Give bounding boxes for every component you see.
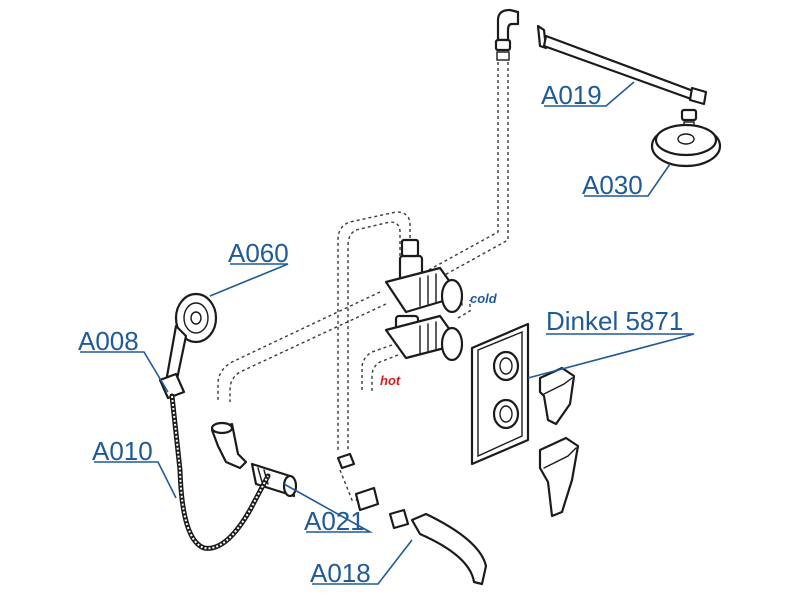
label-a019: A019 xyxy=(541,80,602,110)
valve-body xyxy=(384,238,464,362)
label-a060: A060 xyxy=(228,238,289,268)
wall-elbow xyxy=(210,421,298,498)
trim-plate xyxy=(470,322,530,466)
label-a010: A010 xyxy=(92,436,153,466)
concealed-pipework xyxy=(217,62,509,501)
hand-shower xyxy=(164,292,218,386)
shower-arm xyxy=(494,8,708,106)
rain-shower-head xyxy=(650,108,722,168)
lower-handle xyxy=(538,436,580,518)
leader-lines xyxy=(80,81,695,585)
bath-spout xyxy=(336,452,488,586)
label-a018: A018 xyxy=(310,558,371,588)
handshower-holder xyxy=(158,372,186,400)
label-dinkel: Dinkel 5871 xyxy=(546,306,683,336)
label-a030: A030 xyxy=(582,170,643,200)
upper-handle xyxy=(538,366,576,426)
shower-hose xyxy=(169,393,271,551)
hot-label: hot xyxy=(380,373,401,388)
label-a021: A021 xyxy=(304,506,365,536)
cold-label: cold xyxy=(470,291,498,306)
label-a008: A008 xyxy=(78,326,139,356)
